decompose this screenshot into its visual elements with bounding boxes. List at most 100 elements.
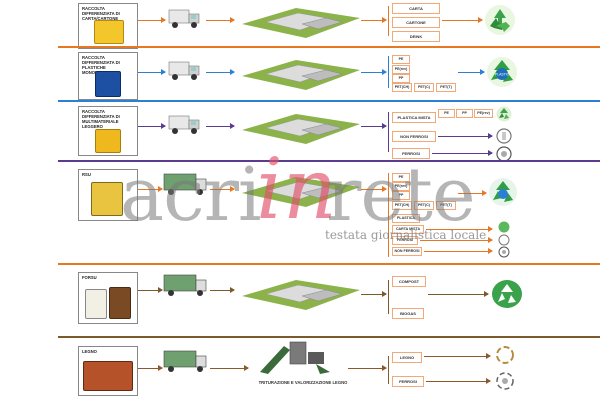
garbage-truck-icon	[168, 115, 200, 134]
flow-arrow	[424, 248, 493, 254]
flow-arrow	[458, 69, 485, 75]
output-bracket	[388, 173, 389, 257]
output-box: FERROSI	[392, 148, 430, 159]
output-box: COMPOST	[392, 276, 426, 287]
sorting-plant-icon	[242, 8, 360, 38]
output-box: NON FERROSI	[392, 131, 436, 142]
blue-bin-icon	[95, 71, 121, 97]
output-box: PET(T)	[436, 201, 456, 210]
recycle-green-icon	[498, 221, 510, 233]
flow-arrow	[432, 150, 493, 156]
output-box: PE(rev)	[474, 109, 493, 118]
source-title: LEGNO	[82, 349, 97, 354]
flow-arrow	[138, 69, 166, 75]
source-box: RACCOLTA DIFFERENZIATA DI MULTIMATERIALE…	[78, 106, 138, 156]
flow-arrow	[138, 186, 163, 192]
source-title: RSU	[82, 172, 91, 177]
output-box: LEGNO	[392, 352, 422, 363]
steel-can-recycle-icon	[496, 372, 514, 390]
output-box: PP	[456, 109, 473, 118]
sorting-plant-icon	[242, 60, 360, 90]
flow-arrow	[438, 133, 493, 139]
output-box: PET(CH)	[392, 201, 412, 210]
sorting-plant-icon	[242, 114, 360, 144]
output-box: PLASTICA MISTA	[392, 112, 436, 123]
flow-arrow	[424, 353, 491, 359]
process-label: TRITURAZIONE E VALORIZZAZIONE LEGNO	[258, 380, 348, 385]
recycle-blue-icon	[489, 178, 517, 206]
flow-arrow	[138, 123, 166, 129]
flow-arrow	[210, 186, 235, 192]
flow-arrow	[420, 237, 493, 243]
flow-arrow	[458, 190, 487, 196]
output-box: PP	[392, 191, 410, 200]
flow-arrow	[348, 365, 387, 371]
source-box: RACCOLTA DIFFERENZIATA DI PLASTICHE MONO…	[78, 52, 138, 100]
flow-arrow	[138, 17, 166, 23]
steel-can-recycle-icon	[498, 246, 510, 258]
output-box: CARTA MISTA	[392, 225, 424, 234]
flow-arrow	[428, 291, 489, 297]
output-box: PET(T)	[436, 83, 456, 92]
output-box: PET(C)	[414, 83, 434, 92]
output-box: BIOGAS	[392, 308, 424, 319]
flow-arrow	[138, 287, 163, 293]
row-divider	[58, 160, 600, 162]
flow-arrow	[210, 365, 249, 371]
flow-arrow	[426, 378, 491, 384]
row-divider	[58, 336, 600, 338]
source-box: RACCOLTA DIFFERENZIATA DI CARTA/CARTONE	[78, 3, 138, 49]
garbage-truck-icon	[168, 9, 200, 28]
flow-arrow	[206, 69, 235, 75]
yellow-bin-icon	[95, 129, 121, 153]
garbage-truck-icon	[163, 350, 207, 372]
output-box: PE	[392, 55, 410, 64]
watermark-subtitle: testata giornalistica locale	[325, 228, 487, 242]
flow-arrow	[361, 17, 387, 23]
flow-arrow	[361, 186, 387, 192]
aluminium-can-recycle-icon	[496, 128, 512, 144]
output-bracket	[388, 112, 389, 152]
output-box: DEINK	[392, 31, 440, 42]
output-box: PP	[392, 74, 410, 83]
flow-row-rsu: RSU PE PE(rev) PP PET(CH) PET(C) PET(T) …	[58, 165, 600, 267]
wood-recycle-icon	[496, 346, 514, 364]
sorting-plant-icon	[242, 280, 360, 310]
flow-arrow	[361, 69, 387, 75]
plastic-recycle-icon: PLASTIC	[487, 57, 517, 87]
aluminium-can-recycle-icon	[498, 234, 510, 246]
wood-shredder-icon	[260, 341, 330, 374]
source-title: FORSU	[82, 275, 97, 280]
yellow-bin-icon	[94, 20, 124, 44]
source-title: RACCOLTA DIFFERENZIATA DI CARTA/CARTONE	[82, 6, 120, 21]
row-divider	[58, 46, 600, 48]
waste-bag-icon	[91, 182, 123, 216]
output-bracket	[388, 6, 389, 36]
output-box: PET(CH)	[392, 83, 412, 92]
output-box: PE(rev)	[392, 65, 410, 74]
output-box: PE(rev)	[392, 182, 410, 191]
output-bracket	[388, 280, 389, 314]
output-box: CARTONE	[392, 17, 440, 28]
garbage-truck-icon	[168, 61, 200, 80]
output-box: FERROSI	[392, 236, 418, 245]
plastic-label: PLASTIC	[495, 73, 510, 77]
source-box: LEGNO	[78, 346, 138, 396]
flow-arrow	[442, 17, 483, 23]
flow-arrow	[361, 123, 387, 129]
recycle-green-square-icon	[492, 280, 522, 308]
brown-bin-icon	[109, 287, 131, 319]
flow-arrow	[138, 365, 163, 371]
source-box: FORSU	[78, 272, 138, 324]
flow-row-multimaterial: RACCOLTA DIFFERENZIATA DI MULTIMATERIALE…	[58, 104, 600, 164]
garbage-truck-icon	[163, 173, 207, 195]
organic-bag-icon	[85, 289, 107, 319]
recycle-green-icon	[496, 106, 512, 122]
flow-arrow	[210, 287, 235, 293]
output-box: CARTA	[392, 3, 440, 14]
output-box: PLASTICA	[392, 214, 420, 223]
source-title: RACCOLTA DIFFERENZIATA DI MULTIMATERIALE…	[82, 109, 120, 129]
output-bracket	[388, 56, 389, 88]
output-bracket	[388, 356, 389, 384]
flow-row-plastic: RACCOLTA DIFFERENZIATA DI PLASTICHE MONO…	[58, 50, 600, 106]
